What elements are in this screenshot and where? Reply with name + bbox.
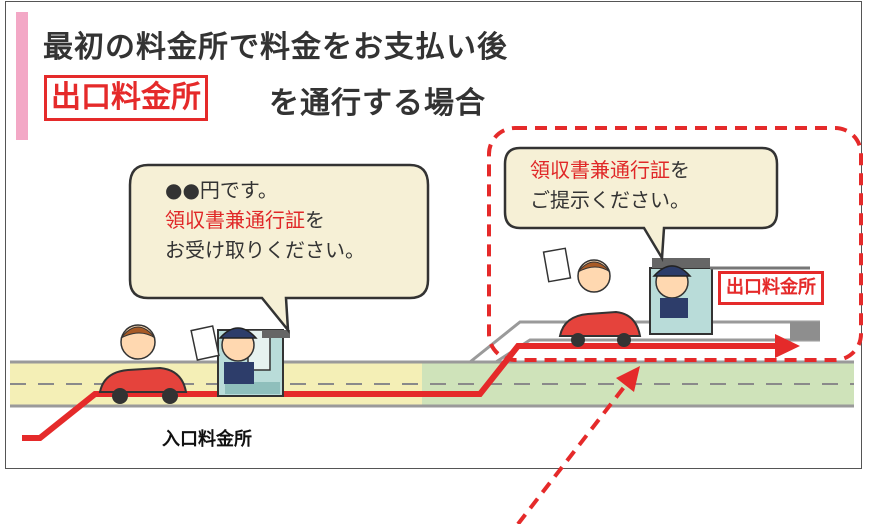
entry-bubble-text: ●●円です。 領収書兼通行証を お受け取りください。 [165,175,365,265]
exit-bubble-line2: ご提示ください。 [530,188,690,212]
title-accent-bar [16,12,28,140]
entry-car-group [98,324,188,404]
entry-bubble-line3: お受け取りください。 [165,238,365,262]
entry-tollgate-label: 入口料金所 [162,429,252,450]
exit-car-group [542,247,642,347]
entry-bubble-line2-tail: を [305,208,325,232]
pointer-dashed-line [516,380,630,524]
ramp-end-block [790,322,820,340]
ramp-edge-top [469,320,820,364]
title-line2: を通行する場合 [269,86,486,121]
exit-speech-bubble [503,146,779,263]
route-arrow-head [775,334,800,358]
exit-bubble-line1: 領収書兼通行証を [530,155,690,185]
exit-booth-group [649,258,810,335]
exit-tollgate-label: 出口料金所 [718,271,824,305]
receipt-pass-term: 領収書兼通行証 [165,208,305,232]
entry-bubble-line1: ●●円です。 [165,178,278,202]
exit-bubble-line1-tail: を [670,158,690,182]
exit-ticket [542,247,572,283]
title-highlight-exit-tollgate: 出口料金所 [44,75,208,121]
entry-speech-bubble [128,163,430,334]
entry-ticket [190,325,220,361]
route-line [22,343,780,441]
pointer-arrow-head [616,366,640,392]
title-line1: 最初の料金所で料金をお支払い後 [43,30,508,65]
exit-highlight-dashed-box [487,126,863,362]
entry-booth-group [190,325,290,397]
entry-bubble-line2: 領収書兼通行証を [165,205,365,235]
exit-bubble-text: 領収書兼通行証を ご提示ください。 [530,155,690,215]
receipt-pass-term: 領収書兼通行証 [530,158,670,182]
